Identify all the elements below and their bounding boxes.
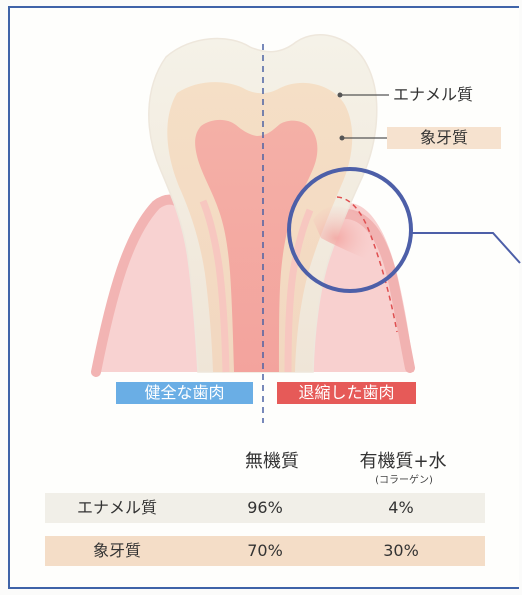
enamel-label: エナメル質: [393, 85, 474, 104]
table-row-enamel: エナメル質 96% 4%: [45, 493, 485, 523]
recession-dashed-line: [336, 196, 398, 333]
collagen-note: (コラーゲン): [375, 475, 433, 486]
header-inorganic: 無機質: [245, 451, 299, 472]
row-label-enamel: エナメル質: [76, 498, 157, 517]
header-organic-water: 有機質+水: [359, 451, 447, 472]
receded-gum-tag: 退縮した歯肉: [277, 382, 416, 404]
magnifier-circle: [287, 167, 413, 293]
gum-left: [96, 194, 210, 372]
magnifier-connector: [410, 232, 521, 264]
pulp-inner-right: [284, 208, 314, 373]
pulp-shape: [195, 119, 318, 372]
enamel-leader-dot: [337, 92, 343, 98]
table-row-dentin: 象牙質 70% 30%: [45, 536, 485, 566]
enamel-inorganic-value: 96%: [247, 498, 283, 517]
dentin-inorganic-value: 70%: [247, 541, 283, 560]
dentin-organic-water-value: 30%: [383, 541, 419, 560]
dentin-leader-dot: [339, 135, 345, 141]
dentin-label: 象牙質: [387, 127, 501, 149]
healthy-gum-tag: 健全な歯肉: [116, 382, 253, 404]
enamel-organic-water-value: 4%: [388, 498, 414, 517]
row-label-dentin: 象牙質: [92, 541, 141, 560]
pulp-inner-left: [199, 199, 230, 373]
recession-highlight: [313, 206, 378, 264]
